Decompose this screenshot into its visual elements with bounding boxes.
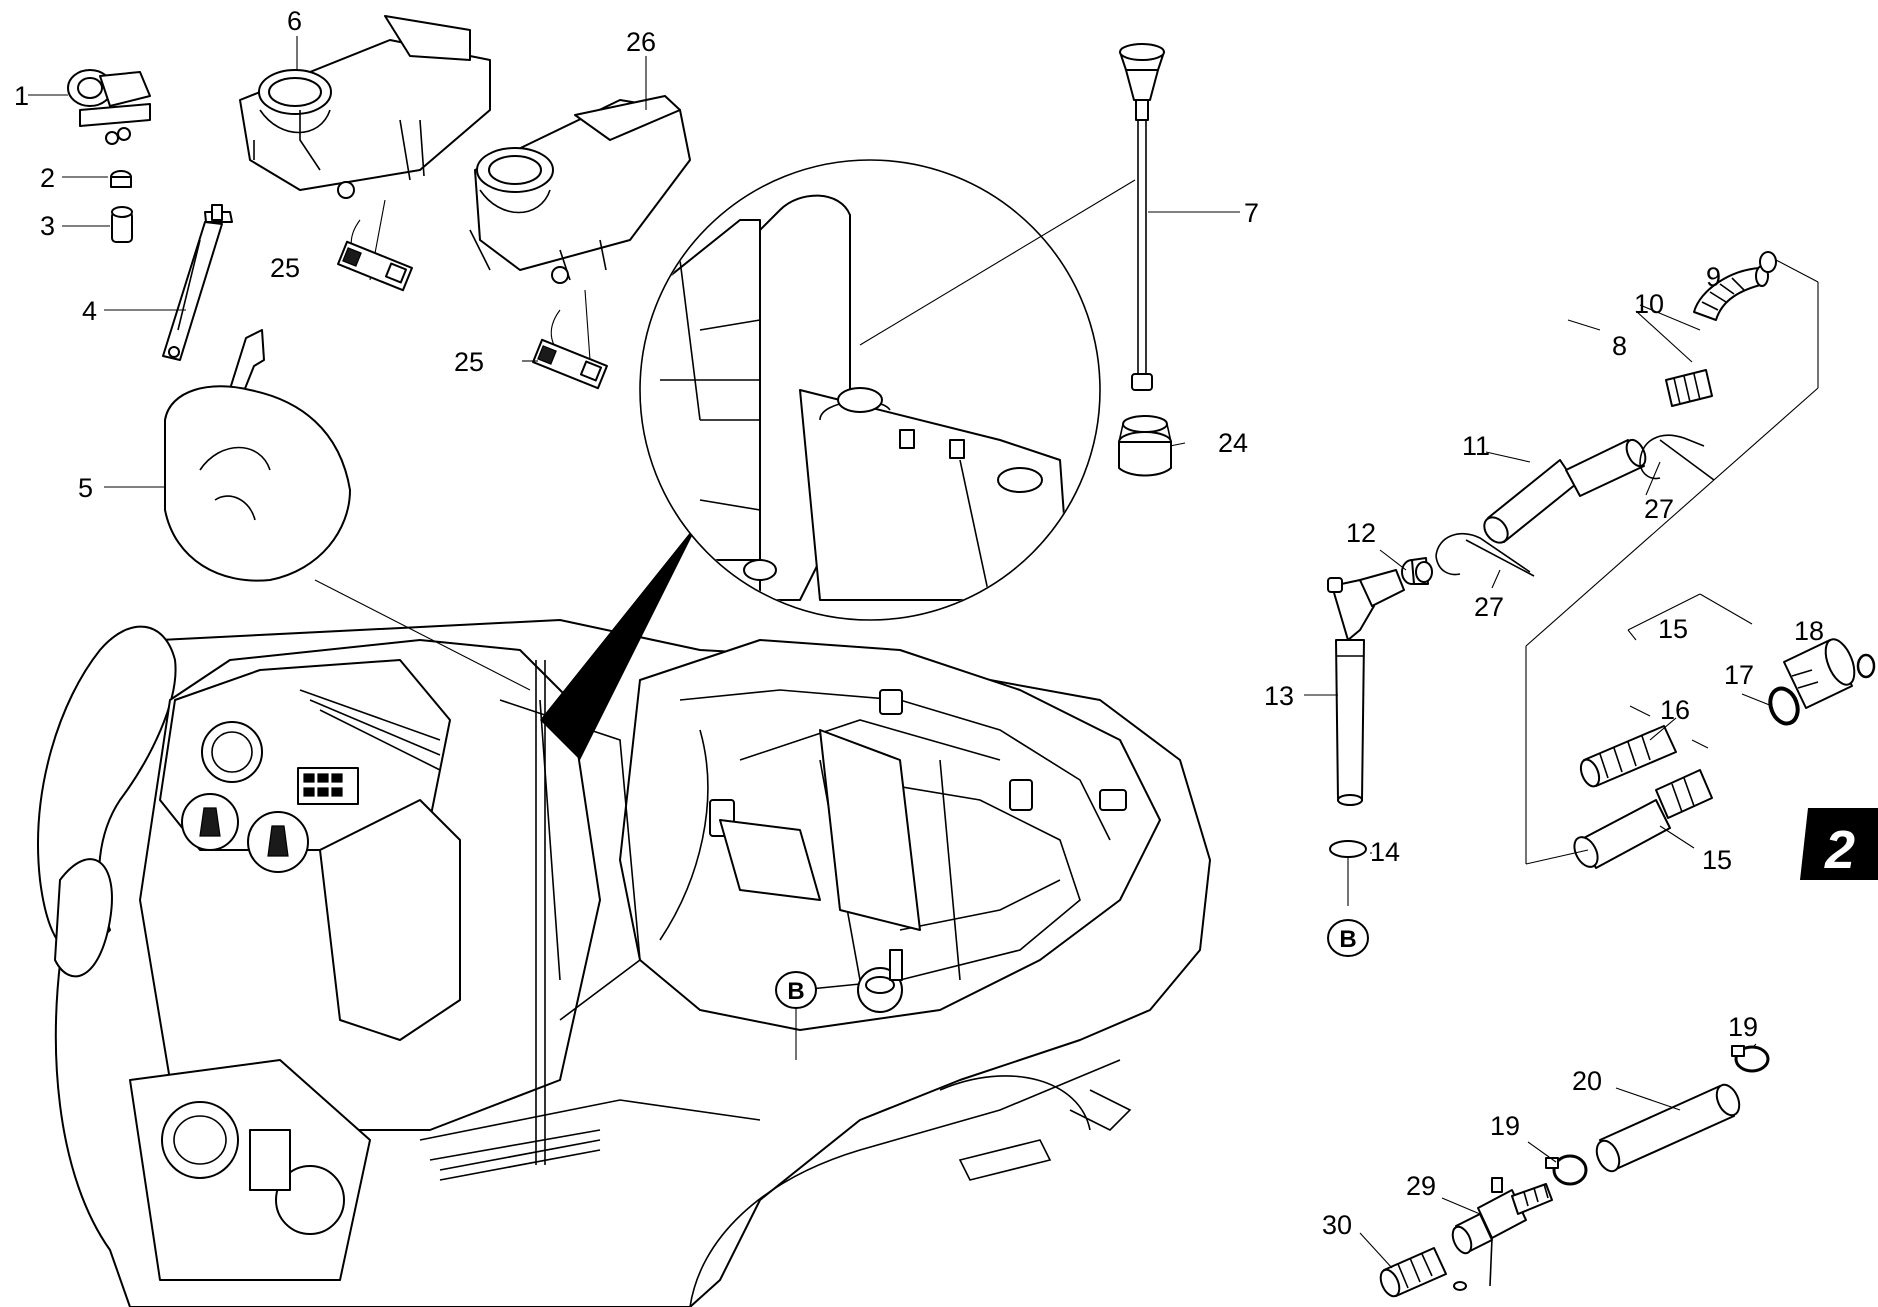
part-labels: 1 2 3 4 5 6 7 8 9 10 11 12 13 14 15 15 1… xyxy=(14,6,1824,1240)
part-3-sleeve xyxy=(111,206,133,243)
assembly-bracket-lines xyxy=(1525,259,1819,865)
part-5-guard xyxy=(164,329,351,582)
label-19b: 19 xyxy=(1490,1111,1520,1141)
part-26-tank xyxy=(469,95,691,284)
label-18: 18 xyxy=(1794,616,1824,646)
part-7-rod xyxy=(1119,43,1165,391)
part-9-o-ring xyxy=(1759,251,1777,273)
label-25a: 25 xyxy=(270,253,300,283)
label-27b: 27 xyxy=(1474,592,1504,622)
label-15a: 15 xyxy=(1658,614,1688,644)
part-14-seal xyxy=(1329,840,1367,906)
label-26: 26 xyxy=(626,27,656,57)
label-20: 20 xyxy=(1572,1066,1602,1096)
part-17-o-ring xyxy=(1768,686,1800,726)
part-19b-clamp xyxy=(1545,1154,1588,1186)
label-6: 6 xyxy=(287,6,302,36)
part-2-cap xyxy=(110,170,132,188)
part-11-hose xyxy=(1483,438,1647,544)
label-2: 2 xyxy=(40,163,55,193)
label-29: 29 xyxy=(1406,1171,1436,1201)
part-27a-clip xyxy=(1639,434,1715,481)
part-18-cap-nut xyxy=(1783,638,1856,709)
label-8: 8 xyxy=(1612,331,1627,361)
label-13: 13 xyxy=(1264,681,1294,711)
leader-lines xyxy=(28,36,1773,1269)
part-6-tank xyxy=(239,15,491,199)
part-1-float-valve xyxy=(67,69,151,145)
part-16-filter-element xyxy=(1579,725,1677,788)
connection-marker-b: B xyxy=(775,971,817,1060)
label-9: 9 xyxy=(1706,262,1721,292)
label-10: 10 xyxy=(1634,289,1664,319)
part-8-nut xyxy=(1665,369,1713,407)
label-5: 5 xyxy=(78,473,93,503)
part-25a-sensor xyxy=(337,199,413,292)
label-11: 11 xyxy=(1462,431,1490,461)
part-18-o-ring xyxy=(1856,653,1876,679)
marker-b-text: B xyxy=(787,978,804,1005)
machine-body: B xyxy=(37,579,1211,1307)
label-12: 12 xyxy=(1346,518,1376,548)
label-14: 14 xyxy=(1370,837,1400,867)
part-27b-clip xyxy=(1435,532,1535,577)
part-20-hose xyxy=(1595,1083,1741,1173)
part-25b-sensor xyxy=(532,289,608,390)
label-27a: 27 xyxy=(1644,494,1674,524)
part-4-float-arm xyxy=(162,204,233,361)
label-7: 7 xyxy=(1244,198,1259,228)
label-3: 3 xyxy=(40,211,55,241)
detail-callout xyxy=(540,159,1136,760)
label-30: 30 xyxy=(1322,1210,1352,1240)
part-24-filter-cup xyxy=(1118,415,1172,477)
sheet-number-text: 2 xyxy=(1824,820,1855,880)
label-4: 4 xyxy=(82,296,97,326)
label-1: 1 xyxy=(14,81,29,111)
part-29-tee-fitting xyxy=(1451,1177,1553,1291)
part-13-suction-pipe xyxy=(1327,569,1405,806)
part-30-strainer xyxy=(1379,1247,1447,1298)
label-24: 24 xyxy=(1218,428,1248,458)
label-16: 16 xyxy=(1660,695,1690,725)
marker-b2-text: B xyxy=(1339,926,1356,953)
sheet-number-badge: 2 xyxy=(1800,808,1878,880)
part-12-fitting xyxy=(1401,557,1433,585)
label-17: 17 xyxy=(1724,660,1754,690)
label-19a: 19 xyxy=(1728,1012,1758,1042)
part-15-filter-housing xyxy=(1573,769,1713,869)
connection-marker-b-2: B xyxy=(1327,919,1369,957)
label-15b: 15 xyxy=(1702,845,1732,875)
label-25b: 25 xyxy=(454,347,484,377)
part-19a-clamp xyxy=(1731,1045,1770,1073)
